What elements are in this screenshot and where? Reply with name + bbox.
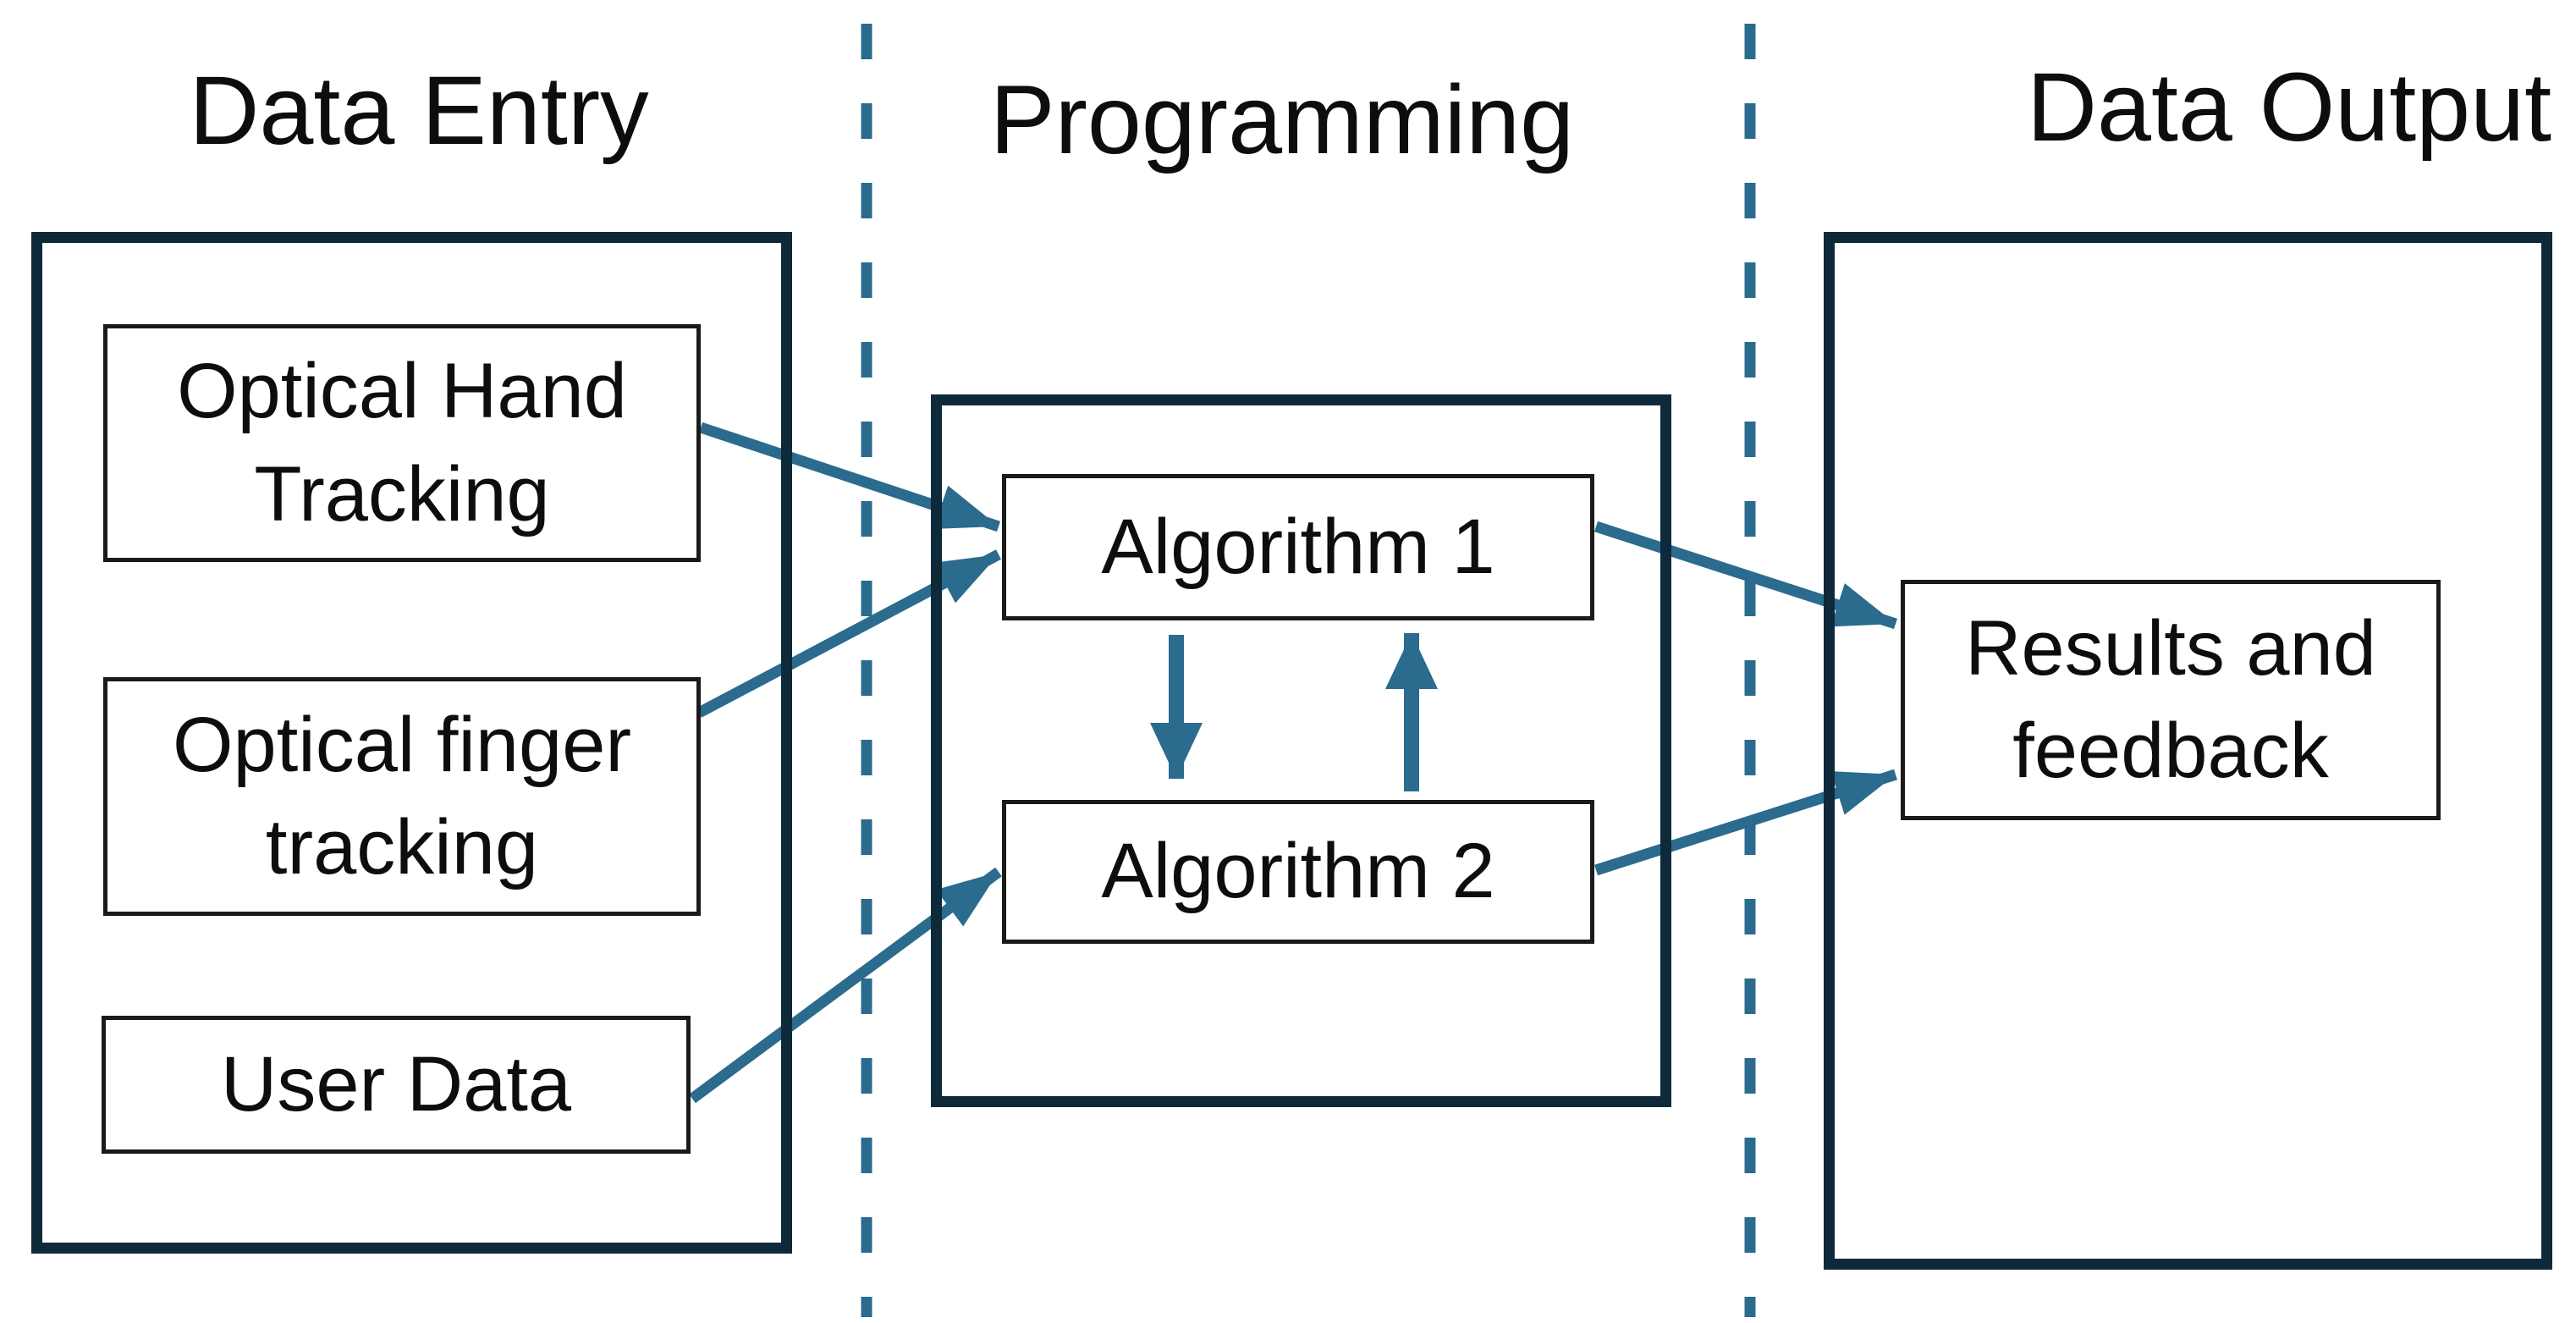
arrow-algorithm1-to-results <box>1593 521 1898 630</box>
user-data-label: User Data <box>220 1040 572 1127</box>
algorithm-2-label: Algorithm 2 <box>1101 828 1495 915</box>
optical-finger-tracking-label: Optical finger tracking <box>172 701 632 890</box>
section-title-programming: Programming <box>989 66 1575 174</box>
results-feedback-label: Results and feedback <box>1965 604 2376 794</box>
data-entry-container <box>31 232 792 1254</box>
section-title-data-entry: Data Entry <box>189 57 649 165</box>
arrow-hand-tracking-to-algorithm1 <box>698 422 1001 532</box>
algorithm-1-box: Algorithm 1 <box>1002 474 1594 620</box>
user-data-box: User Data <box>102 1016 691 1154</box>
algorithm-1-label: Algorithm 1 <box>1101 503 1495 590</box>
algorithm-2-box: Algorithm 2 <box>1002 800 1594 944</box>
arrow-finger-tracking-to-algorithm1 <box>696 549 1002 718</box>
data-output-container <box>1824 232 2552 1270</box>
optical-hand-tracking-box: Optical Hand Tracking <box>103 324 701 562</box>
optical-hand-tracking-label: Optical Hand Tracking <box>177 348 627 537</box>
arrow-user-data-to-algorithm2 <box>689 867 1002 1104</box>
section-title-data-output: Data Output <box>2026 53 2552 162</box>
results-feedback-box: Results and feedback <box>1901 580 2441 820</box>
programming-container <box>931 394 1671 1107</box>
arrow-algorithm2-to-results <box>1594 769 1897 876</box>
optical-finger-tracking-box: Optical finger tracking <box>103 677 701 916</box>
